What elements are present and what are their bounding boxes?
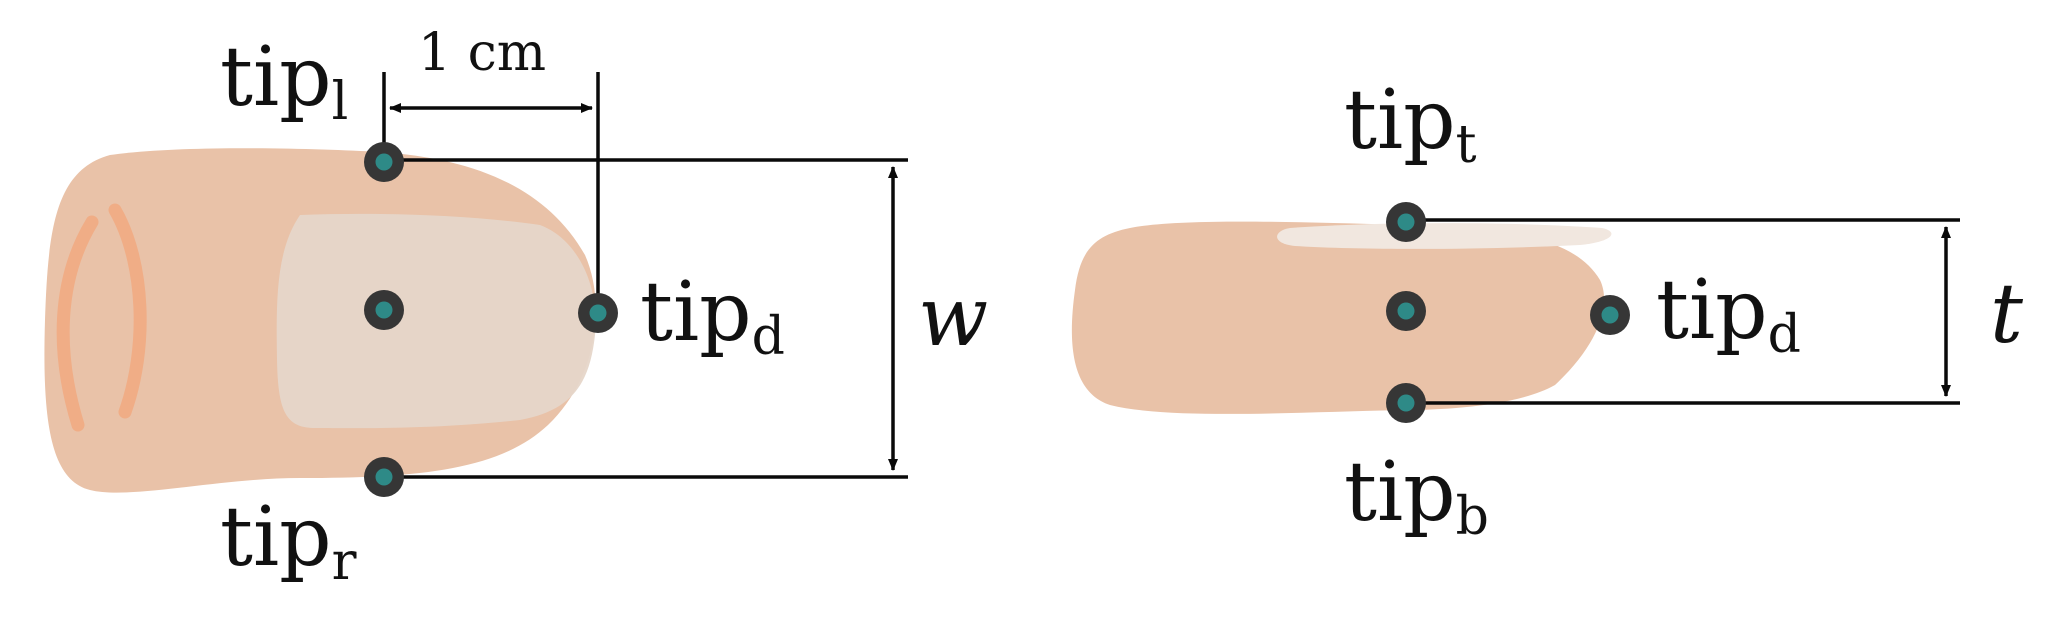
label-tip-bottom: tipb [1344, 445, 1489, 547]
knuckle-crease-outer [56, 215, 99, 432]
finger-side-silhouette [1071, 221, 1605, 414]
fingernail-top [276, 213, 596, 429]
label-tip-top: tipt [1344, 73, 1477, 175]
knuckle-crease-inner [108, 203, 147, 419]
top-view: tipl 1 cm tipd w tipr [44, 23, 988, 592]
side-view: tipt tipd t tipb [1071, 73, 2024, 547]
marker-center [364, 290, 404, 330]
marker-tip-top [1386, 202, 1426, 242]
marker-tip-right [364, 457, 404, 497]
marker-tip-left [364, 142, 404, 182]
label-tip-distal-side: tipd [1656, 263, 1801, 365]
label-tip-distal-top: tipd [640, 265, 785, 367]
fingernail-side [1277, 223, 1612, 249]
label-thickness-t: t [1990, 267, 2024, 362]
label-tip-left: tipl [220, 30, 348, 132]
marker-tip-distal [578, 293, 618, 333]
marker-tip-distal-side [1590, 295, 1630, 335]
label-offset-1cm: 1 cm [418, 23, 546, 83]
label-width-w: w [918, 270, 988, 365]
marker-side-center [1386, 291, 1426, 331]
label-tip-right: tipr [220, 490, 357, 592]
marker-tip-bottom [1386, 383, 1426, 423]
